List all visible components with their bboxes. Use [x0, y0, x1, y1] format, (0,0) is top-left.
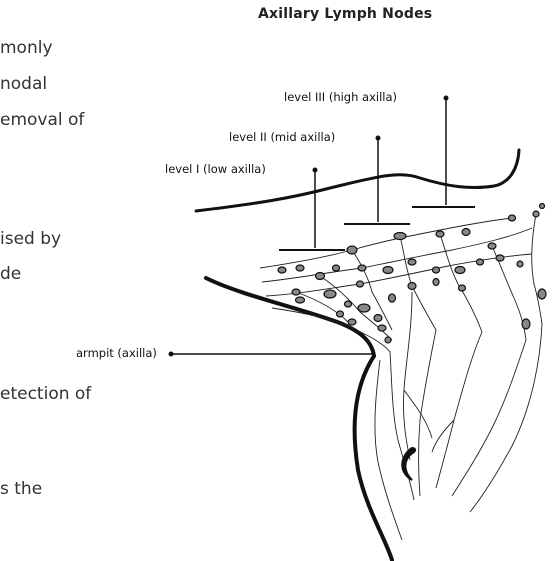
label-level-iii: level III (high axilla)	[284, 90, 397, 104]
lateral-chest-outline	[355, 356, 392, 560]
nipple-crescent	[402, 448, 415, 480]
arm-outline	[206, 278, 374, 356]
label-level-i: level I (low axilla)	[165, 162, 266, 176]
label-armpit: armpit (axilla)	[76, 346, 157, 360]
label-level-ii: level II (mid axilla)	[229, 130, 335, 144]
shoulder-contour	[196, 150, 519, 211]
